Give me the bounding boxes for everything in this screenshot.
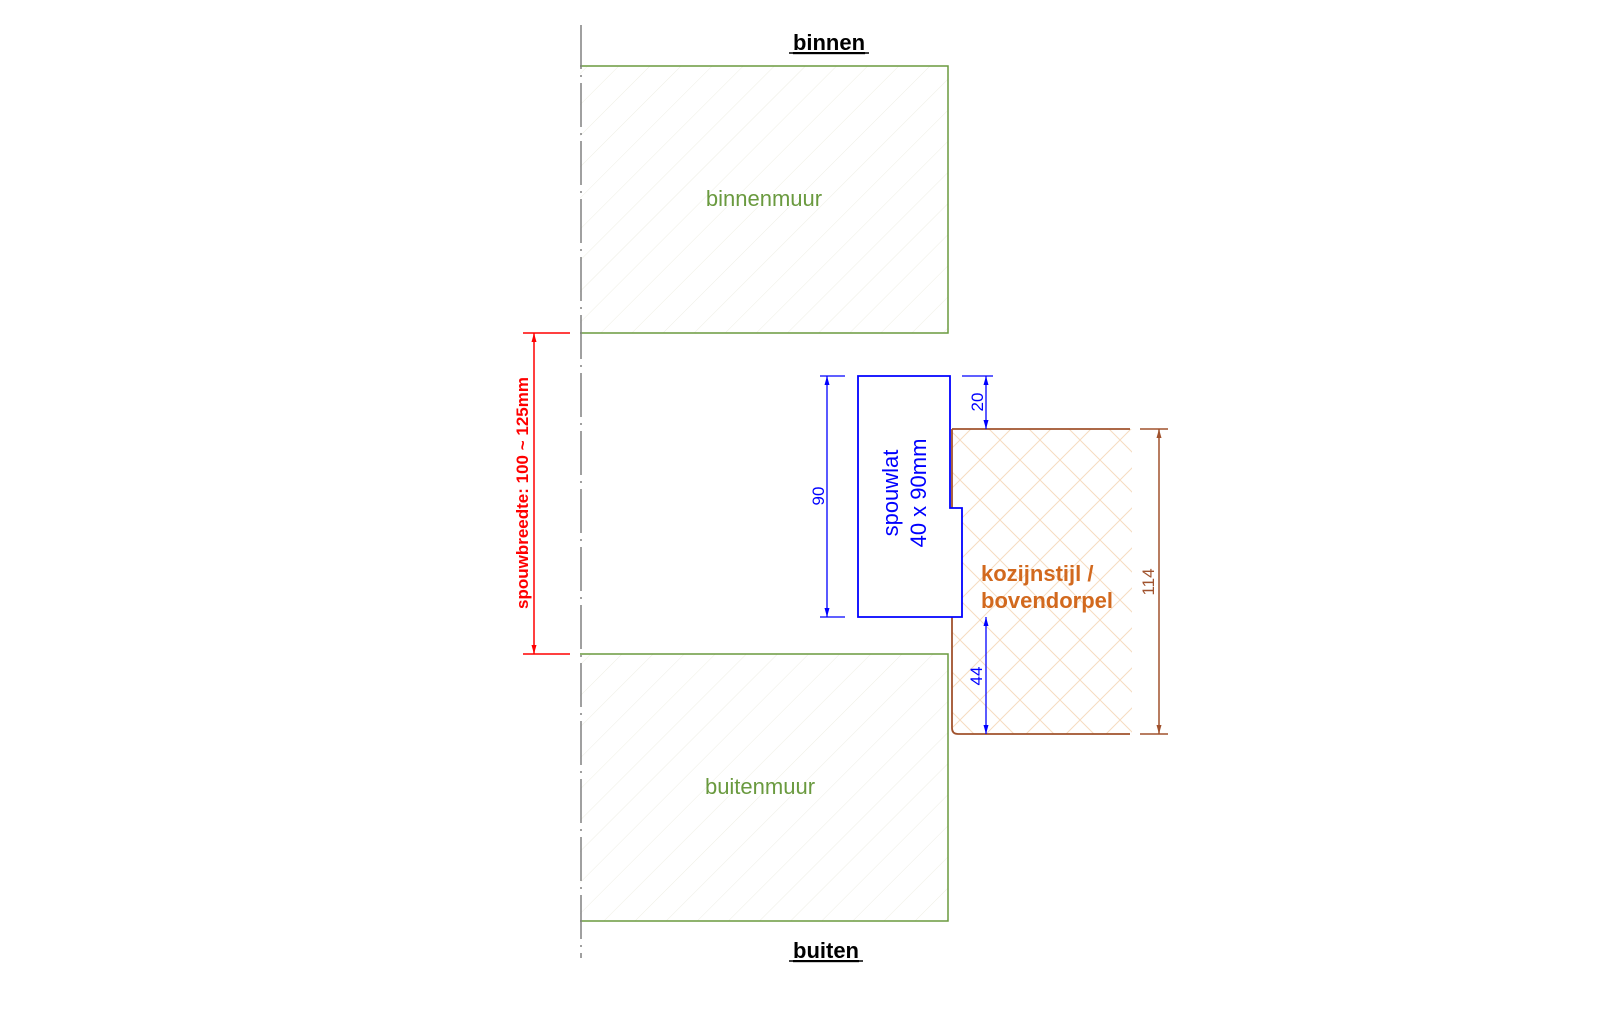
frame-label-line1: kozijnstijl / [981,561,1093,586]
batten-height-dimension: 90 [809,375,845,618]
batten-top-offset-dimension: 20 [962,375,993,429]
inner-wall: binnenmuur [580,65,949,334]
batten-height-value: 90 [809,487,828,506]
batten-label-line1: spouwlat [878,450,903,537]
cavity-batten: spouwlat 40 x 90mm [857,375,963,618]
frame-height-value: 114 [1139,568,1158,595]
inner-wall-label: binnenmuur [706,186,822,211]
window-frame: kozijnstijl / bovendorpel [951,428,1132,735]
outer-wall-label: buitenmuur [705,774,815,799]
cavity-width-label: spouwbreedte: 100 ~ 125mm [513,377,532,609]
cavity-width-dimension: spouwbreedte: 100 ~ 125mm [513,332,570,655]
frame-height-dimension: 114 [1139,428,1168,735]
outside-label: buiten [793,938,859,963]
batten-bottom-offset-dimension: 44 [967,617,989,734]
batten-label-line2: 40 x 90mm [906,439,931,548]
outer-wall: buitenmuur [580,653,949,922]
frame-label-line2: bovendorpel [981,588,1113,613]
batten-top-offset-value: 20 [968,393,987,412]
inside-label: binnen [793,30,865,55]
batten-bottom-offset-value: 44 [967,667,986,686]
